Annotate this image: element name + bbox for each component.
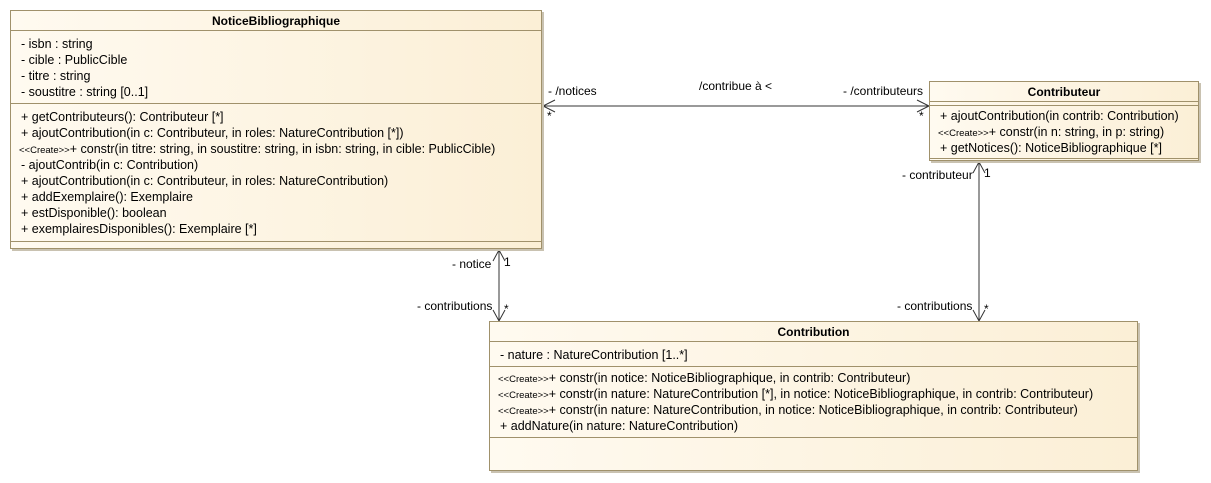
operation-text: + constr(in nature: NatureContribution, …	[548, 403, 1078, 417]
operation: <<Create>>+ constr(in n: string, in p: s…	[938, 124, 1198, 140]
operations-section: + getContributeurs(): Contributeur [*] +…	[11, 103, 541, 242]
operation: <<Create>>+ constr(in notice: NoticeBibl…	[498, 370, 1137, 386]
operation-text: + ajoutContribution(in contrib: Contribu…	[940, 109, 1179, 123]
attributes-section: - isbn : string - cible : PublicCible - …	[11, 30, 541, 103]
operation-text: + constr(in titre: string, in soustitre:…	[69, 142, 496, 156]
operation: + estDisponible(): boolean	[19, 205, 541, 221]
class-contributeur[interactable]: Contributeur + ajoutContribution(in cont…	[929, 81, 1199, 161]
role-label-contributeur: - contributeur	[902, 168, 973, 182]
multiplicity-label: *	[919, 109, 924, 123]
operation: + ajoutContribution(in contrib: Contribu…	[938, 108, 1198, 124]
operation-text: + estDisponible(): boolean	[21, 206, 167, 220]
operation-text: + constr(in nature: NatureContribution […	[548, 387, 1094, 401]
role-label-contributions: - contributions	[897, 299, 973, 313]
operation-text: + getContributeurs(): Contributeur [*]	[21, 110, 224, 124]
role-label-contributeurs: - /contributeurs	[843, 84, 924, 98]
operation: + ajoutContribution(in c: Contributeur, …	[19, 125, 541, 141]
operation: + addNature(in nature: NatureContributio…	[498, 418, 1137, 434]
stereotype-label: <<Create>>	[498, 390, 549, 401]
operation-text: + constr(in n: string, in p: string)	[988, 125, 1165, 139]
operation-text: + constr(in notice: NoticeBibliographiqu…	[548, 371, 911, 385]
operation-text: + addNature(in nature: NatureContributio…	[500, 419, 738, 433]
operation: + getContributeurs(): Contributeur [*]	[19, 109, 541, 125]
attribute: - cible : PublicCible	[21, 53, 128, 67]
stereotype-label: <<Create>>	[938, 128, 989, 139]
multiplicity-label: *	[504, 302, 509, 316]
class-notice-bibliographique[interactable]: NoticeBibliographique - isbn : string - …	[10, 10, 542, 249]
multiplicity-label: *	[984, 302, 989, 316]
class-name: Contributeur	[1027, 85, 1101, 99]
class-name: Contribution	[777, 325, 850, 339]
operation: + exemplairesDisponibles(): Exemplaire […	[19, 221, 541, 237]
class-contribution[interactable]: Contribution - nature : NatureContributi…	[489, 321, 1138, 471]
operation: <<Create>>+ constr(in nature: NatureCont…	[498, 386, 1137, 402]
attribute: - titre : string	[21, 69, 91, 83]
attribute: - nature : NatureContribution [1..*]	[500, 348, 688, 362]
role-label-notices: - /notices	[548, 84, 597, 98]
operation-text: - ajoutContrib(in c: Contribution)	[21, 158, 199, 172]
operation: <<Create>>+ constr(in nature: NatureCont…	[498, 402, 1137, 418]
operations-section: + ajoutContribution(in contrib: Contribu…	[930, 105, 1198, 159]
attribute: - soustitre : string [0..1]	[21, 85, 149, 99]
arrowhead-to-contributeur-up	[972, 160, 986, 174]
role-label-contributions: - contributions	[417, 299, 493, 313]
multiplicity-label: 1	[504, 255, 511, 269]
operation: + addExemplaire(): Exemplaire	[19, 189, 541, 205]
multiplicity-label: *	[547, 109, 552, 123]
association-name: /contribue à <	[699, 79, 773, 93]
operation: <<Create>>+ constr(in titre: string, in …	[19, 141, 541, 157]
stereotype-label: <<Create>>	[498, 374, 549, 385]
arrowhead-to-notice-up	[492, 248, 506, 262]
class-name: NoticeBibliographique	[211, 14, 340, 28]
attributes-section: - nature : NatureContribution [1..*]	[490, 341, 1137, 366]
attribute: - isbn : string	[21, 37, 93, 51]
role-label-notice: - notice	[452, 257, 492, 271]
operation: + ajoutContribution(in c: Contributeur, …	[19, 173, 541, 189]
stereotype-label: <<Create>>	[19, 145, 70, 156]
operation-text: + ajoutContribution(in c: Contributeur, …	[21, 126, 404, 140]
arrowhead-to-notice	[541, 99, 556, 113]
multiplicity-label: 1	[984, 166, 991, 180]
operation-text: + addExemplaire(): Exemplaire	[21, 190, 193, 204]
operation-text: + getNotices(): NoticeBibliographique [*…	[940, 141, 1162, 155]
operation: + getNotices(): NoticeBibliographique [*…	[938, 140, 1198, 156]
operation-text: + exemplairesDisponibles(): Exemplaire […	[21, 222, 257, 236]
attributes-section	[930, 101, 1198, 105]
operation: - ajoutContrib(in c: Contribution)	[19, 157, 541, 173]
operations-section: <<Create>>+ constr(in notice: NoticeBibl…	[490, 366, 1137, 438]
operation-text: + ajoutContribution(in c: Contributeur, …	[21, 174, 389, 188]
stereotype-label: <<Create>>	[498, 406, 549, 417]
